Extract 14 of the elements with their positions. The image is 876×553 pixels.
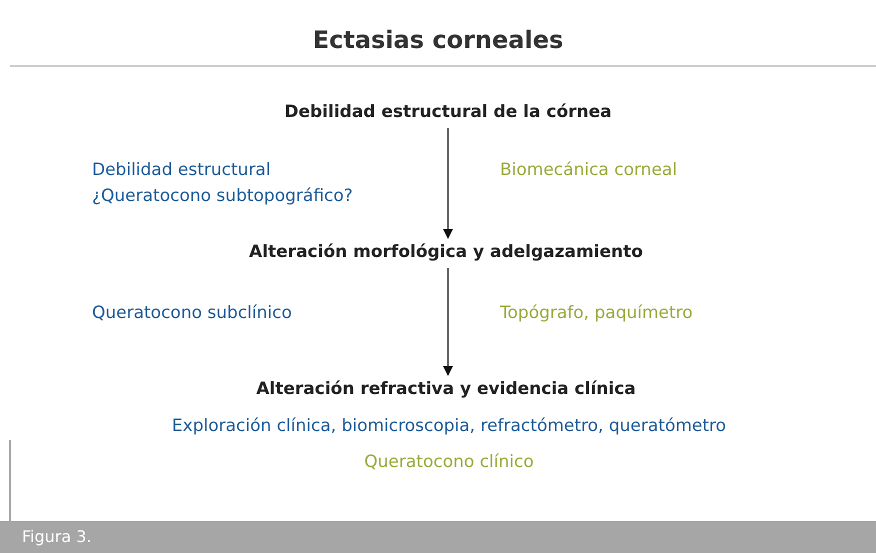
annotation-text: Debilidad estructural xyxy=(92,160,271,180)
stage-text: Alteración morfológica y adelgazamiento xyxy=(245,240,647,264)
title: Ectasias corneales xyxy=(312,26,564,54)
annotation-text: Exploración clínica, biomicroscopia, refractómetro, queratómetro xyxy=(172,416,726,436)
figure-caption: Figura 3. xyxy=(22,527,92,546)
annotation-text: Queratocono subclínico xyxy=(92,303,292,323)
annotation-text: Queratocono clínico xyxy=(364,452,534,472)
annotation-text: ¿Queratocono subtopográfico? xyxy=(92,186,353,206)
annotation-text: Topógrafo, paquímetro xyxy=(500,303,693,323)
arrow xyxy=(443,268,453,376)
stage-text: Debilidad estructural de la córnea xyxy=(280,100,616,124)
annotation-text: Biomecánica corneal xyxy=(500,160,678,180)
stage-text: Alteración refractiva y evidencia clínica xyxy=(252,377,640,401)
arrow xyxy=(443,128,453,239)
